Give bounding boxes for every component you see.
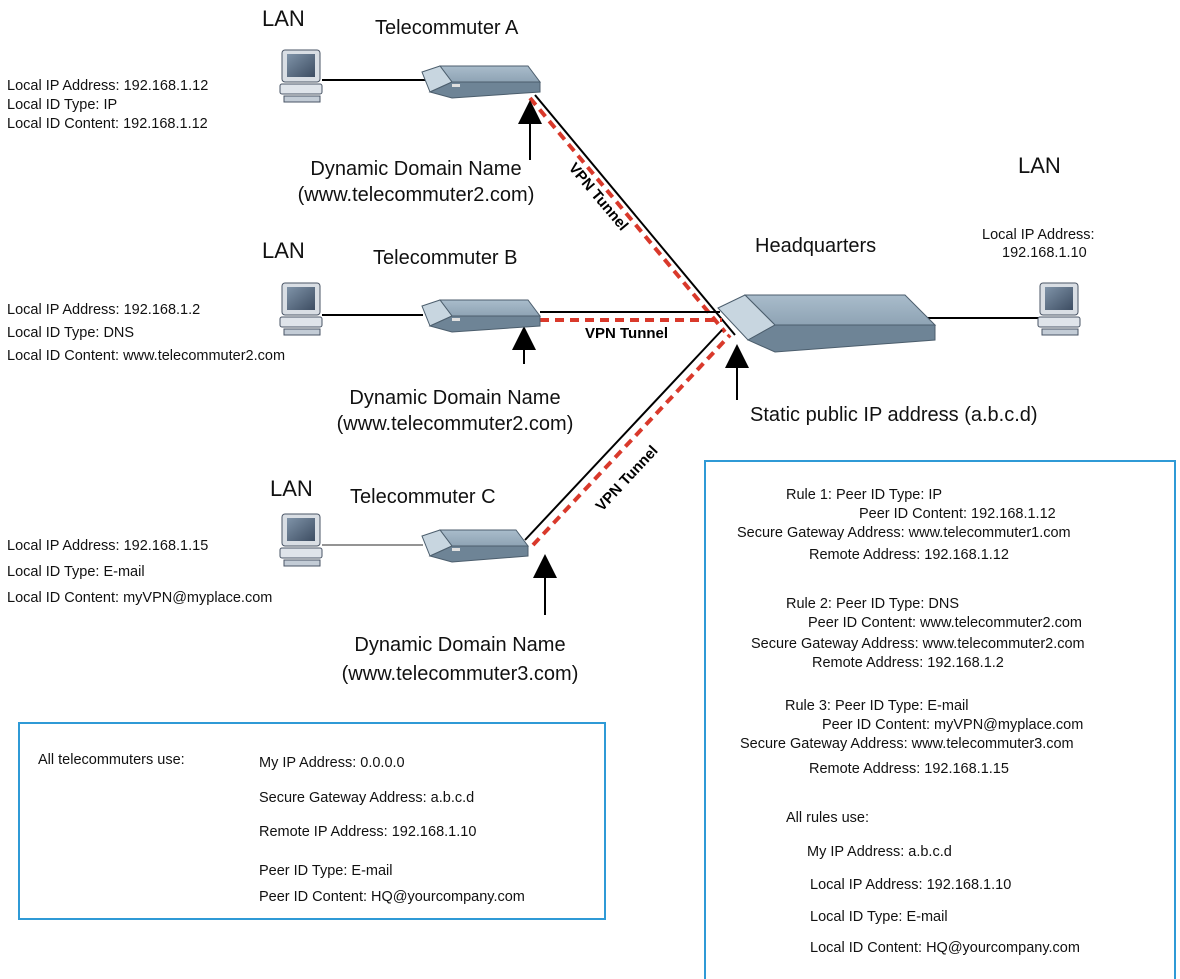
- all-telecommuters-secure-gw: Secure Gateway Address: a.b.c.d: [259, 790, 475, 806]
- tunnel-a: [528, 96, 727, 334]
- rule-1-line-4: Remote Address: 192.168.1.12: [809, 547, 1009, 563]
- link-a: [534, 94, 736, 336]
- pc-a-icon: [279, 49, 323, 103]
- all-rules-local-id-type: Local ID Type: E-mail: [810, 909, 948, 925]
- telecommuter-b-title: Telecommuter B: [373, 247, 518, 269]
- hq-local-ip-label: Local IP Address:: [982, 227, 1095, 243]
- rule-3-line-3: Secure Gateway Address: www.telecommuter…: [740, 736, 1074, 752]
- telecommuter-c-id-content: Local ID Content: myVPN@myplace.com: [7, 590, 273, 606]
- telecommuter-a-title: Telecommuter A: [375, 17, 519, 39]
- pc-c-icon: [279, 513, 323, 567]
- telecommuter-b-id-content: Local ID Content: www.telecommuter2.com: [7, 348, 286, 364]
- telecommuter-settings-box: All telecommuters use: My IP Address: 0.…: [18, 722, 606, 920]
- telecommuter-b-ddn: Dynamic Domain Name: [349, 387, 561, 409]
- lan-label-a: LAN: [262, 6, 305, 31]
- all-telecommuters-remote-ip: Remote IP Address: 192.168.1.10: [259, 824, 477, 840]
- all-rules-local-ip: Local IP Address: 192.168.1.10: [810, 877, 1012, 893]
- lan-label-hq: LAN: [1018, 153, 1061, 178]
- telecommuter-c-local-ip: Local IP Address: 192.168.1.15: [7, 538, 209, 554]
- tunnel-c: [531, 333, 732, 547]
- router-c-icon: [421, 529, 529, 563]
- telecommuter-c-ddn-url: (www.telecommuter3.com): [341, 663, 579, 685]
- pc-b-icon: [279, 282, 323, 336]
- all-telecommuters-peer-id-type: Peer ID Type: E-mail: [259, 863, 393, 879]
- router-a-icon: [421, 65, 541, 99]
- rule-2-line-3: Secure Gateway Address: www.telecommuter…: [751, 636, 1085, 652]
- hq-rules-box: Rule 1: Peer ID Type: IP Peer ID Content…: [704, 460, 1176, 979]
- rule-1-line-1: Rule 1: Peer ID Type: IP: [786, 487, 943, 503]
- headquarters-title: Headquarters: [755, 235, 877, 257]
- rule-2-line-4: Remote Address: 192.168.1.2: [812, 655, 1004, 671]
- hq-static-ip: Static public IP address (a.b.c.d): [750, 404, 1038, 426]
- rule-3-line-4: Remote Address: 192.168.1.15: [809, 761, 1009, 777]
- telecommuter-c-ddn: Dynamic Domain Name: [354, 634, 566, 656]
- telecommuter-c-title: Telecommuter C: [350, 486, 496, 508]
- tunnel-b-label: VPN Tunnel: [585, 325, 668, 342]
- all-telecommuters-peer-id-content: Peer ID Content: HQ@yourcompany.com: [259, 889, 525, 905]
- telecommuter-a-ddn: Dynamic Domain Name: [310, 158, 522, 180]
- rule-2-line-2: Peer ID Content: www.telecommuter2.com: [808, 615, 1082, 631]
- tunnel-c-label: VPN Tunnel: [592, 442, 661, 514]
- lan-label-b: LAN: [262, 238, 305, 263]
- rule-3-line-1: Rule 3: Peer ID Type: E-mail: [785, 698, 969, 714]
- telecommuter-b-id-type: Local ID Type: DNS: [7, 325, 135, 341]
- telecommuter-c-id-type: Local ID Type: E-mail: [7, 564, 145, 580]
- all-rules-local-id-content: Local ID Content: HQ@yourcompany.com: [810, 940, 1080, 956]
- telecommuter-b-ddn-url: (www.telecommuter2.com): [336, 413, 574, 435]
- all-telecommuters-heading: All telecommuters use:: [38, 752, 185, 768]
- all-rules-my-ip: My IP Address: a.b.c.d: [807, 844, 952, 860]
- hq-gateway-icon: [717, 294, 937, 353]
- telecommuter-a-ddn-url: (www.telecommuter2.com): [297, 184, 535, 206]
- telecommuter-b-local-ip: Local IP Address: 192.168.1.2: [7, 302, 201, 318]
- all-rules-heading: All rules use:: [786, 810, 870, 826]
- telecommuter-a-id-content: Local ID Content: 192.168.1.12: [7, 116, 208, 132]
- lan-label-c: LAN: [270, 476, 313, 501]
- pc-hq-icon: [1037, 282, 1081, 336]
- rule-2-line-1: Rule 2: Peer ID Type: DNS: [786, 596, 960, 612]
- hq-local-ip-value: 192.168.1.10: [1002, 245, 1087, 261]
- rule-3-line-2: Peer ID Content: myVPN@myplace.com: [822, 717, 1084, 733]
- all-telecommuters-my-ip: My IP Address: 0.0.0.0: [259, 755, 405, 771]
- telecommuter-a-id-type: Local ID Type: IP: [7, 97, 118, 113]
- telecommuter-a-local-ip: Local IP Address: 192.168.1.12: [7, 78, 209, 94]
- rule-1-line-2: Peer ID Content: 192.168.1.12: [859, 506, 1056, 522]
- rule-1-line-3: Secure Gateway Address: www.telecommuter…: [737, 525, 1071, 541]
- link-c: [524, 329, 723, 541]
- router-b-icon: [421, 299, 541, 333]
